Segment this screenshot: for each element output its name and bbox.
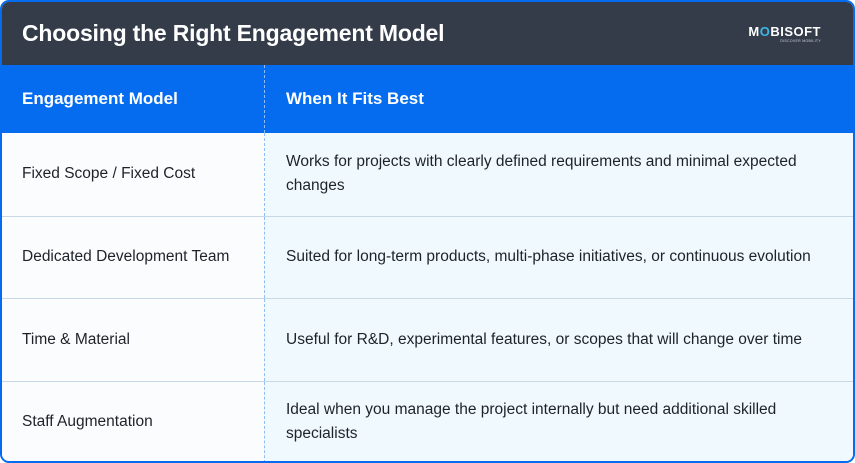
page-title: Choosing the Right Engagement Model (22, 20, 445, 46)
title-bar: Choosing the Right Engagement Model MOBI… (2, 2, 853, 65)
fit-cell: Ideal when you manage the project intern… (265, 381, 853, 461)
table-header: Engagement Model When It Fits Best (2, 65, 853, 133)
fit-cell: Suited for long-term products, multi-pha… (265, 216, 853, 298)
model-cell: Staff Augmentation (2, 381, 265, 461)
model-cell: Time & Material (2, 299, 265, 381)
header-when-it-fits-best: When It Fits Best (286, 89, 424, 108)
model-cell: Fixed Scope / Fixed Cost (2, 133, 265, 216)
fit-cell: Works for projects with clearly defined … (265, 133, 853, 216)
model-cell: Dedicated Development Team (2, 216, 265, 298)
fit-cell: Useful for R&D, experimental features, o… (265, 299, 853, 381)
header-engagement-model: Engagement Model (2, 65, 265, 133)
mobisoft-logo: MOBISOFT DISCOVER MOBILITY (748, 24, 821, 43)
